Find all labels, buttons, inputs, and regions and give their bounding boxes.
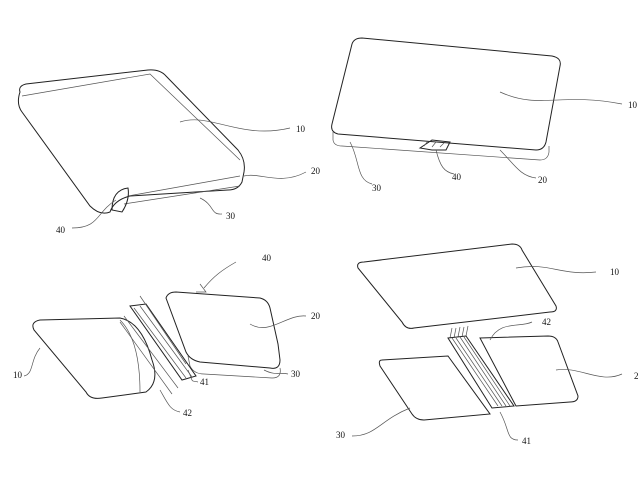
label-20: 20 bbox=[311, 166, 321, 176]
label-41: 41 bbox=[200, 377, 209, 387]
label-20: 20 bbox=[538, 175, 548, 185]
label-30: 30 bbox=[291, 369, 301, 379]
figure-a-folded-device: 10 20 30 40 bbox=[17, 69, 321, 235]
label-20: 20 bbox=[311, 311, 321, 321]
label-30: 30 bbox=[336, 430, 346, 440]
label-41: 41 bbox=[522, 436, 531, 446]
label-40: 40 bbox=[452, 172, 462, 182]
figure-b-unfolded-device: 10 30 40 20 bbox=[331, 37, 638, 193]
label-42: 42 bbox=[183, 408, 192, 418]
label-10: 10 bbox=[13, 370, 23, 380]
figure-d-exploded-unfolded: 10 42 2 30 41 bbox=[336, 243, 639, 446]
label-10: 10 bbox=[296, 124, 306, 134]
label-2: 2 bbox=[634, 371, 639, 381]
label-42: 42 bbox=[542, 317, 551, 327]
label-30: 30 bbox=[372, 183, 382, 193]
figure-c-exploded-folded: 40 20 10 41 30 42 bbox=[13, 253, 321, 418]
label-40: 40 bbox=[56, 225, 66, 235]
label-10: 10 bbox=[628, 100, 638, 110]
label-40: 40 bbox=[262, 253, 272, 263]
label-10: 10 bbox=[610, 267, 620, 277]
label-30: 30 bbox=[226, 211, 236, 221]
